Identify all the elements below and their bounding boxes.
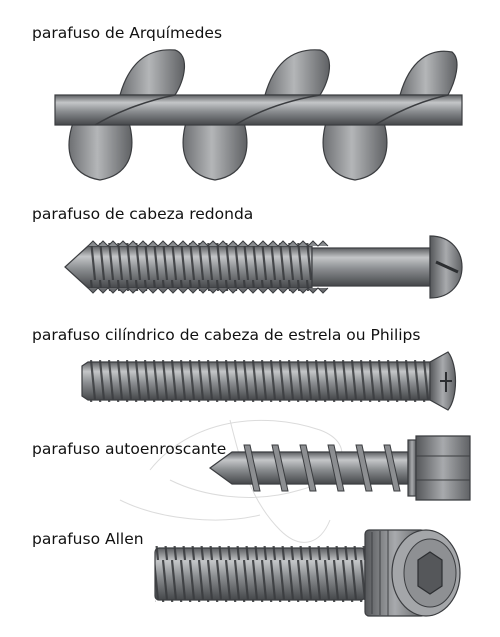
label-phillips-screw: parafuso cilíndrico de cabeza de estrela… [32,326,421,344]
label-self-tapping-screw: parafuso autoenroscante [32,440,227,458]
allen-screw-icon [154,529,461,617]
round-head-screw-icon [64,235,463,299]
label-allen-screw: parafuso Allen [32,530,144,548]
label-archimedes-screw: parafuso de Arquímedes [32,24,223,42]
archimedes-screw-icon [54,49,463,181]
label-round-head-screw: parafuso de cabeza redonda [32,205,254,223]
self-tapping-screw-icon [208,435,471,501]
phillips-screw-icon [81,351,457,411]
